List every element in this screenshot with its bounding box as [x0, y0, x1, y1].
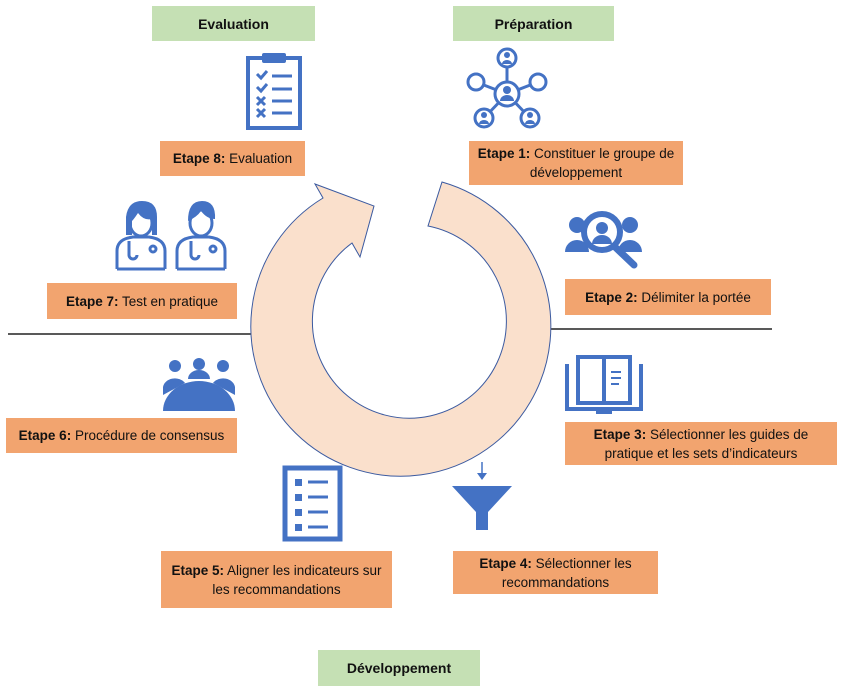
step-6: Etape 6: Procédure de consensus [6, 418, 237, 453]
step-text: Constituer le groupe de développement [529, 146, 675, 180]
step-text: Délimiter la portée [637, 289, 751, 305]
network-people-icon [466, 47, 548, 129]
step-text: Sélectionner les guides de pratique et l… [604, 426, 809, 461]
doctors-icon [115, 201, 227, 271]
step-label: Etape 7: [65, 293, 119, 309]
funnel-icon [452, 462, 512, 530]
step-1: Etape 1: Constituer le groupe de dévelop… [469, 141, 683, 185]
search-people-icon [565, 211, 642, 269]
phase-development: Développement [318, 650, 480, 686]
step-5: Etape 5: Aligner les indicateurs sur les… [161, 551, 392, 608]
step-text: Sélectionner les recommandations [501, 555, 632, 590]
clipboard-checklist-icon [246, 53, 302, 130]
step-label: Etape 4: [479, 555, 532, 571]
step-label: Etape 1: [477, 146, 531, 161]
open-book-icon [565, 355, 643, 414]
phase-preparation: Préparation [453, 6, 614, 41]
step-text: Test en pratique [118, 293, 219, 309]
step-label: Etape 5: [171, 562, 224, 578]
step-text: Aligner les indicateurs sur les recomman… [212, 562, 382, 597]
list-document-icon [282, 465, 343, 542]
step-text: Procédure de consensus [71, 428, 225, 443]
step-4: Etape 4: Sélectionner les recommandation… [453, 551, 658, 594]
step-label: Etape 3: [593, 426, 647, 442]
cycle-arrow [250, 181, 552, 477]
step-label: Etape 6: [18, 428, 72, 443]
phase-evaluation: Evaluation [152, 6, 315, 41]
step-text: Evaluation [225, 151, 293, 166]
step-2: Etape 2: Délimiter la portée [565, 279, 771, 315]
step-label: Etape 2: [585, 289, 638, 305]
consensus-meeting-icon [163, 358, 235, 411]
step-3: Etape 3: Sélectionner les guides de prat… [565, 422, 837, 465]
step-7: Etape 7: Test en pratique [47, 283, 237, 319]
step-label: Etape 8: [172, 151, 226, 166]
step-8: Etape 8: Evaluation [160, 141, 305, 176]
